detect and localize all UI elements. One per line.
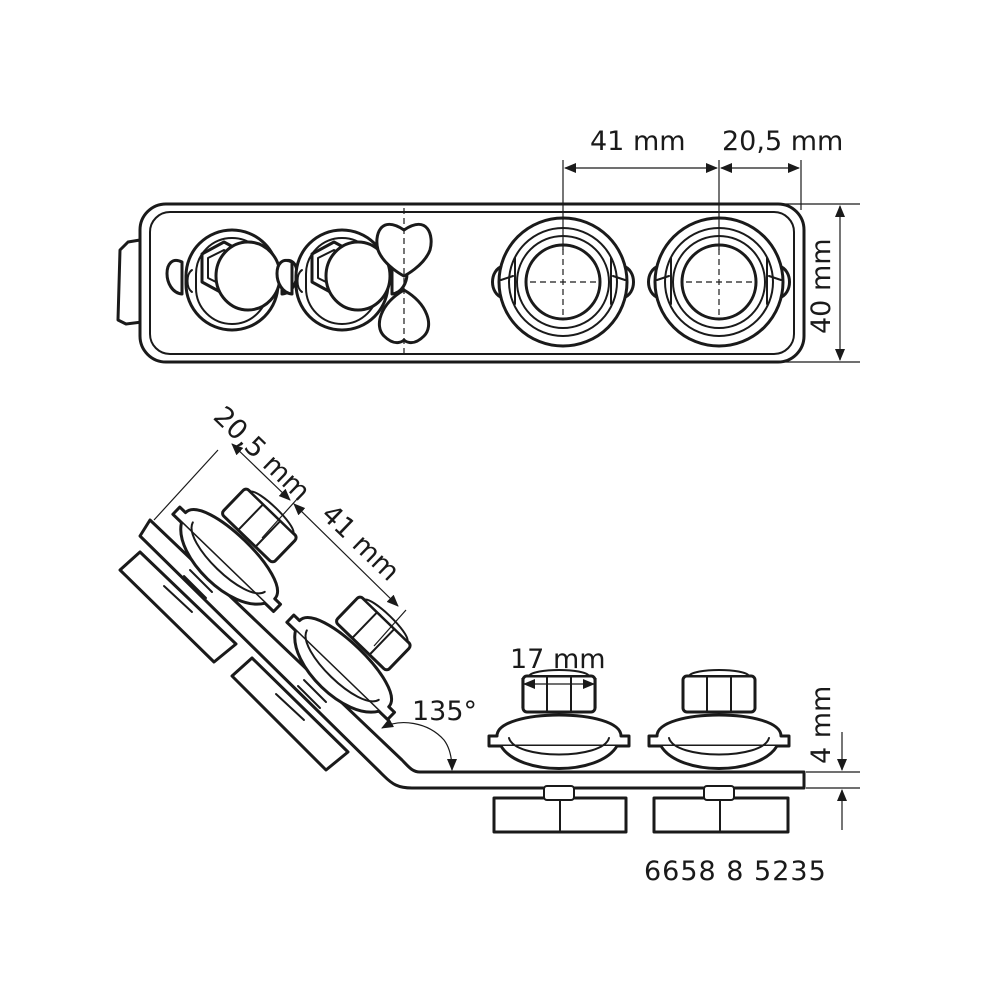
part-number: 6658 8 5235 bbox=[644, 856, 827, 887]
dim-thickness: 4 mm bbox=[806, 686, 837, 764]
dim-top-spacing: 41 mm bbox=[590, 126, 686, 157]
top-view: 41 mm 20,5 mm 40 mm bbox=[116, 126, 860, 364]
dim-side-spacing: 41 mm bbox=[315, 499, 405, 588]
side-view: 20,5 mm 41 mm 17 mm 135° 4 mm 6658 8 523… bbox=[118, 401, 860, 887]
horizontal-bolt-1 bbox=[487, 668, 631, 770]
dim-top-width: 40 mm bbox=[806, 238, 837, 334]
dim-top-offset: 20,5 mm bbox=[722, 126, 843, 157]
horizontal-bolt-2 bbox=[647, 668, 791, 770]
plate-outline bbox=[138, 202, 806, 364]
dim-bend-angle: 135° bbox=[412, 696, 477, 727]
dim-side-offset: 20,5 mm bbox=[207, 401, 316, 508]
dim-nut-size: 17 mm bbox=[510, 644, 606, 675]
